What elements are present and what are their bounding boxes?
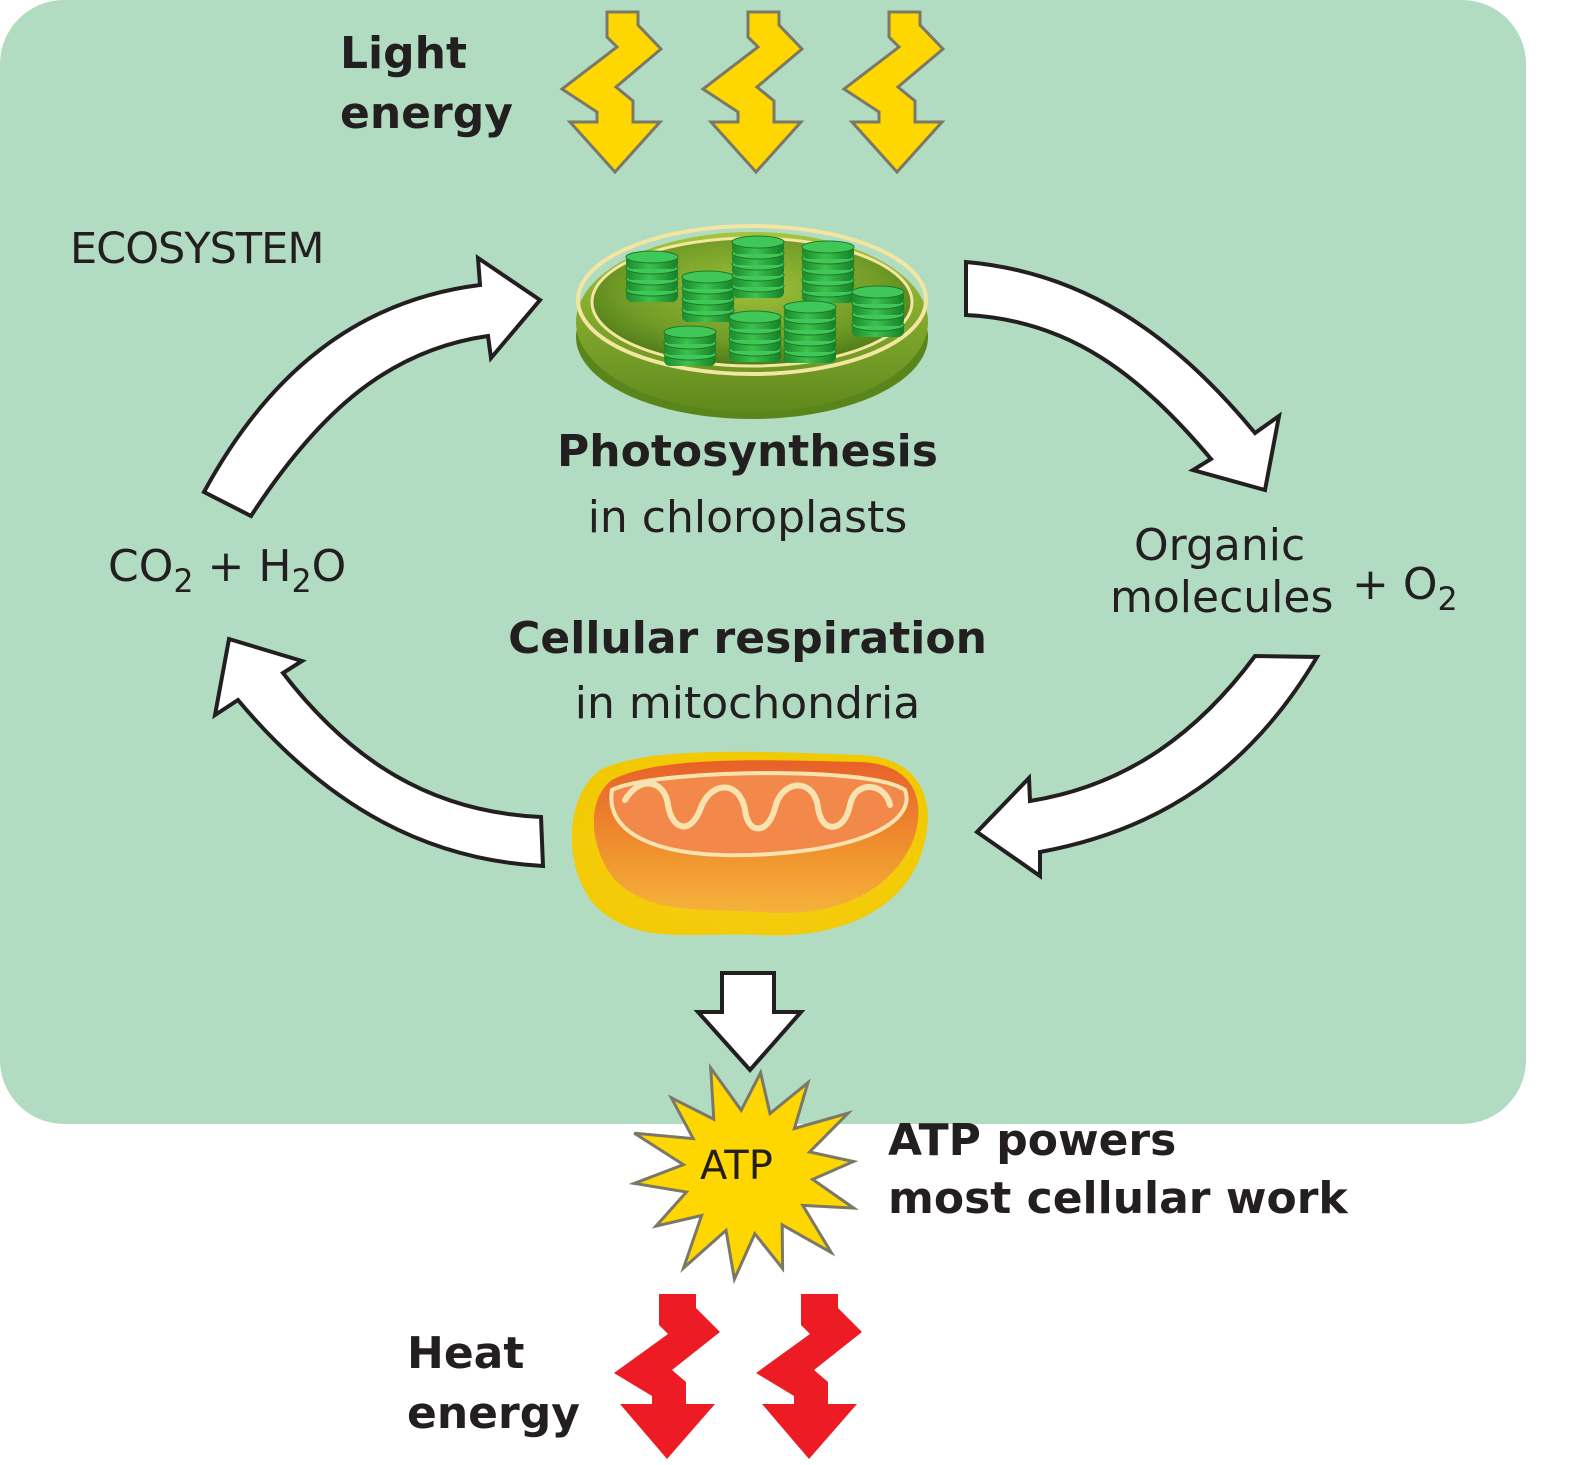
plus-o-text: + O <box>1352 559 1438 610</box>
cristae <box>622 780 893 832</box>
ecosystem-title: ECOSYSTEM <box>70 224 324 274</box>
chloroplast-icon <box>576 224 928 419</box>
light-energy-line1: Light <box>340 28 467 79</box>
heat-energy-label: Heat energy <box>407 1324 580 1444</box>
heat-bolt-icon <box>756 1294 862 1459</box>
atp-caption-line2: most cellular work <box>888 1173 1348 1224</box>
atp-label: ATP <box>700 1143 773 1189</box>
granum-stack <box>663 325 717 366</box>
granum-stack <box>801 240 855 303</box>
arrow-to-respiration <box>973 653 1321 880</box>
molecules-line: molecules <box>1110 572 1334 623</box>
o2-subscript: 2 <box>1437 582 1458 619</box>
co2-subscript: 2 <box>173 564 194 601</box>
heat-energy-line1: Heat <box>407 1328 525 1379</box>
reactants-label: CO2 + H2O <box>108 545 346 598</box>
organic-line: Organic <box>1134 520 1306 571</box>
granum-stack <box>731 235 785 298</box>
granum-stack <box>625 250 679 302</box>
mitochondrion-icon <box>571 751 928 936</box>
arrow-to-co2-h2o <box>212 636 546 869</box>
atp-burst-icon <box>628 1062 859 1285</box>
light-bolt-icon <box>559 10 664 175</box>
light-bolt-icon <box>700 10 805 175</box>
heat-energy-line2: energy <box>407 1388 580 1439</box>
granum-stack <box>783 300 837 363</box>
oxygen-label: + O2 <box>1352 563 1458 616</box>
light-energy-bolts <box>559 10 946 175</box>
ecosystem-region <box>0 0 1526 1124</box>
o-text: O <box>311 541 347 592</box>
arrow-to-organic-molecules <box>964 259 1282 493</box>
photosynthesis-location: in chloroplasts <box>587 492 908 543</box>
light-bolt-icon <box>841 10 946 175</box>
respiration-location: in mitochondria <box>574 678 921 729</box>
light-energy-line2: energy <box>340 88 513 139</box>
cycle-arrows <box>201 254 1321 1074</box>
photosynthesis-title: Photosynthesis <box>557 426 938 477</box>
granum-stack <box>681 270 735 322</box>
arrow-to-photosynthesis <box>201 254 543 519</box>
respiration-title: Cellular respiration <box>508 613 987 664</box>
atp-caption: ATP powers most cellular work <box>888 1112 1348 1228</box>
heat-energy-bolts <box>614 1294 862 1459</box>
granum-stack <box>851 285 905 337</box>
plus-h-text: + H <box>193 541 292 592</box>
light-energy-label: Light energy <box>340 24 513 144</box>
h2-subscript: 2 <box>291 564 312 601</box>
co-text: CO <box>108 541 174 592</box>
granum-stack <box>728 310 782 362</box>
atp-caption-line1: ATP powers <box>888 1115 1177 1166</box>
heat-bolt-icon <box>614 1294 720 1459</box>
arrow-to-atp <box>693 971 806 1074</box>
products-label: Organic molecules <box>1110 520 1333 624</box>
grana-stacks <box>625 235 905 366</box>
